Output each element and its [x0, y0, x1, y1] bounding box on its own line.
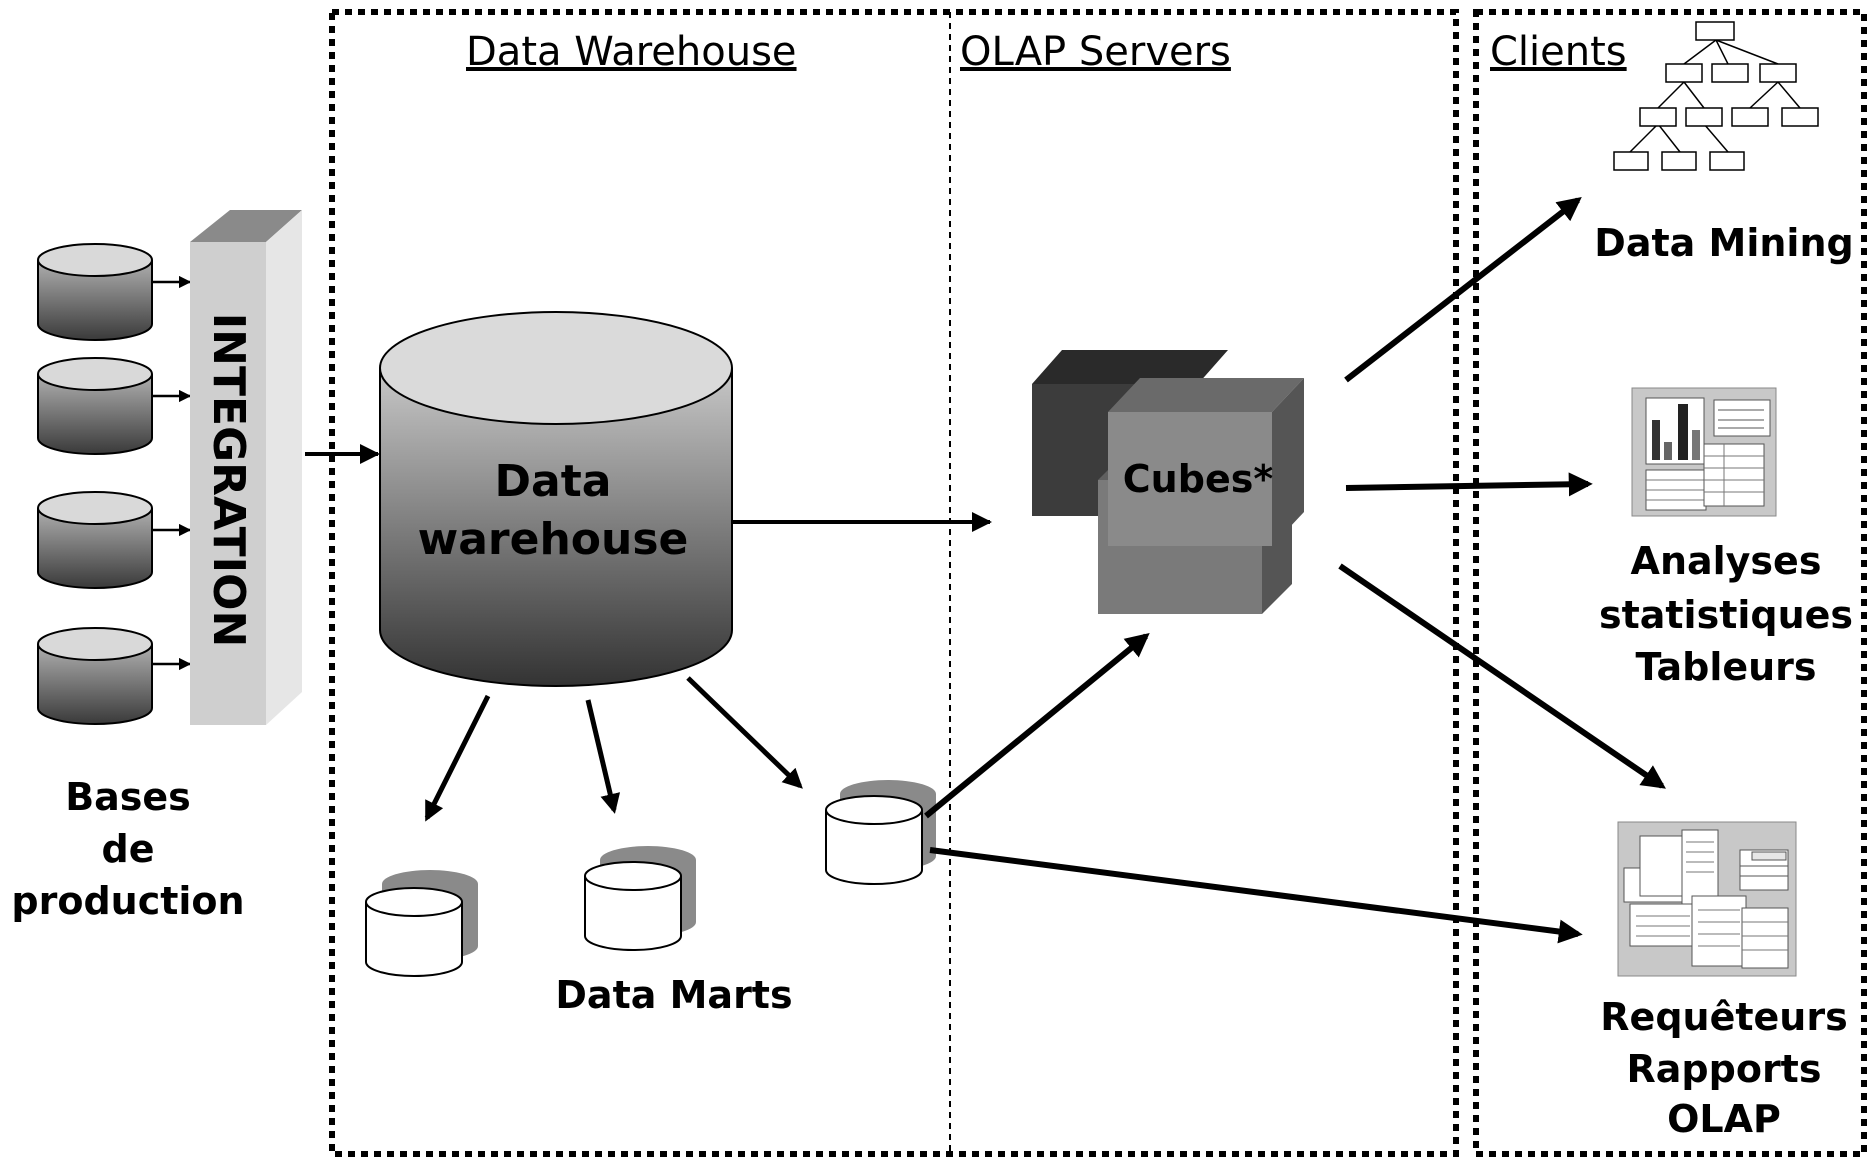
- olap-servers-title: OLAP Servers: [960, 29, 1231, 75]
- data-marts-caption: Data Marts: [555, 973, 792, 1017]
- clients-title: Clients: [1490, 29, 1627, 75]
- reports-documents-icon: [1617, 821, 1797, 977]
- clients-section: [1473, 9, 1867, 1157]
- warehouse-to-marts-arrows: [424, 676, 803, 822]
- stats-label-line2: statistiques: [1599, 593, 1853, 637]
- mart-to-reports-arrow: [929, 847, 1583, 944]
- production-caption-line2: de: [102, 827, 155, 871]
- data-mart-icon: [365, 870, 478, 977]
- data-warehouse-title: Data Warehouse: [466, 29, 797, 75]
- mart-to-cubes-arrow: [924, 632, 1150, 819]
- production-db-icon: [37, 627, 153, 725]
- production-caption-line1: Bases: [65, 775, 191, 819]
- data-mart-icon: [825, 780, 936, 885]
- data-warehouse-section: [329, 9, 1459, 1157]
- data-mining-tree-icon: [1613, 21, 1819, 171]
- warehouse-label-line1: Data: [495, 456, 612, 507]
- stats-label-line1: Analyses: [1631, 539, 1822, 583]
- reports-label-line2: Rapports: [1627, 1047, 1822, 1091]
- production-db-icon: [37, 357, 153, 455]
- reports-label-line1: Requêteurs: [1600, 995, 1847, 1039]
- integration-layer: INTEGRATION: [190, 210, 302, 725]
- production-caption-line3: production: [11, 879, 244, 923]
- stats-label-line3: Tableurs: [1635, 645, 1816, 689]
- cubes-label: Cubes*: [1123, 457, 1274, 501]
- data-mart-icon: [584, 846, 696, 951]
- warehouse-label-line2: warehouse: [418, 514, 689, 565]
- statistics-chart-icon: [1631, 387, 1777, 517]
- olap-cubes-icon: [1032, 350, 1304, 614]
- production-db-icon: [37, 491, 153, 589]
- cubes-to-clients-arrows: [1338, 197, 1666, 789]
- production-databases: [37, 243, 153, 725]
- integration-label: INTEGRATION: [203, 313, 254, 648]
- data-warehouse-cylinder: [379, 311, 733, 687]
- db-to-integration-arrows: [152, 275, 192, 671]
- production-db-icon: [37, 243, 153, 341]
- reports-label-line3: OLAP: [1667, 1097, 1781, 1141]
- data-mining-label: Data Mining: [1594, 221, 1853, 265]
